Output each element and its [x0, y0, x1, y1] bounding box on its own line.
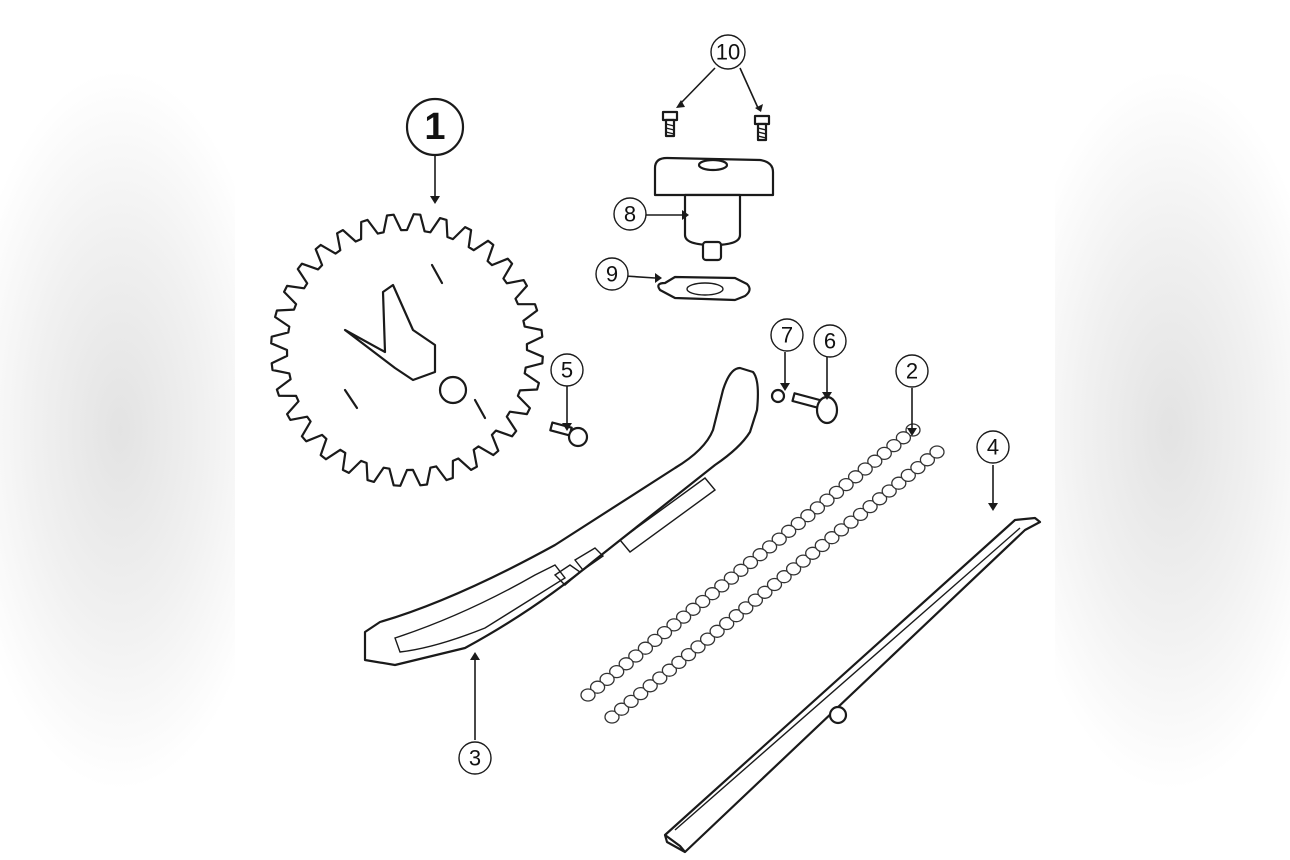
part-chain	[580, 423, 945, 724]
part-guide-rail	[663, 516, 1042, 854]
callout-2: 2	[895, 354, 929, 388]
callout-6: 6	[813, 324, 847, 358]
part-gasket	[657, 275, 751, 302]
part-bolts	[661, 110, 771, 142]
callout-1: 1	[405, 97, 465, 157]
svg-text:6: 6	[824, 329, 836, 354]
svg-text:1: 1	[424, 106, 445, 148]
callout-8: 8	[613, 197, 647, 231]
part-washer	[770, 388, 786, 404]
svg-text:10: 10	[716, 40, 740, 65]
callout-10: 10	[710, 34, 746, 70]
svg-text:7: 7	[781, 323, 793, 348]
part-sprocket	[270, 213, 544, 487]
callout-3: 3	[458, 741, 492, 775]
svg-text:5: 5	[561, 358, 573, 383]
svg-text:8: 8	[624, 202, 636, 227]
leader-lines	[430, 67, 998, 740]
svg-text:4: 4	[987, 435, 999, 460]
callout-4: 4	[976, 430, 1010, 464]
part-screw	[549, 421, 589, 448]
part-tensioner	[653, 156, 775, 262]
left-background-panel	[0, 0, 235, 860]
callout-7: 7	[770, 318, 804, 352]
right-background-panel	[1055, 0, 1290, 860]
exploded-parts-diagram: 1 2 3 4 5 6 7 8 9 10	[270, 34, 1042, 854]
part-pivot-bolt	[791, 392, 839, 425]
svg-text:2: 2	[906, 359, 918, 384]
callout-9: 9	[595, 257, 629, 291]
diagram-canvas: 1 2 3 4 5 6 7 8 9 10	[235, 0, 1055, 860]
svg-text:9: 9	[606, 262, 618, 287]
svg-text:3: 3	[469, 746, 481, 771]
part-tensioner-guide	[363, 366, 759, 667]
callout-5: 5	[550, 353, 584, 387]
